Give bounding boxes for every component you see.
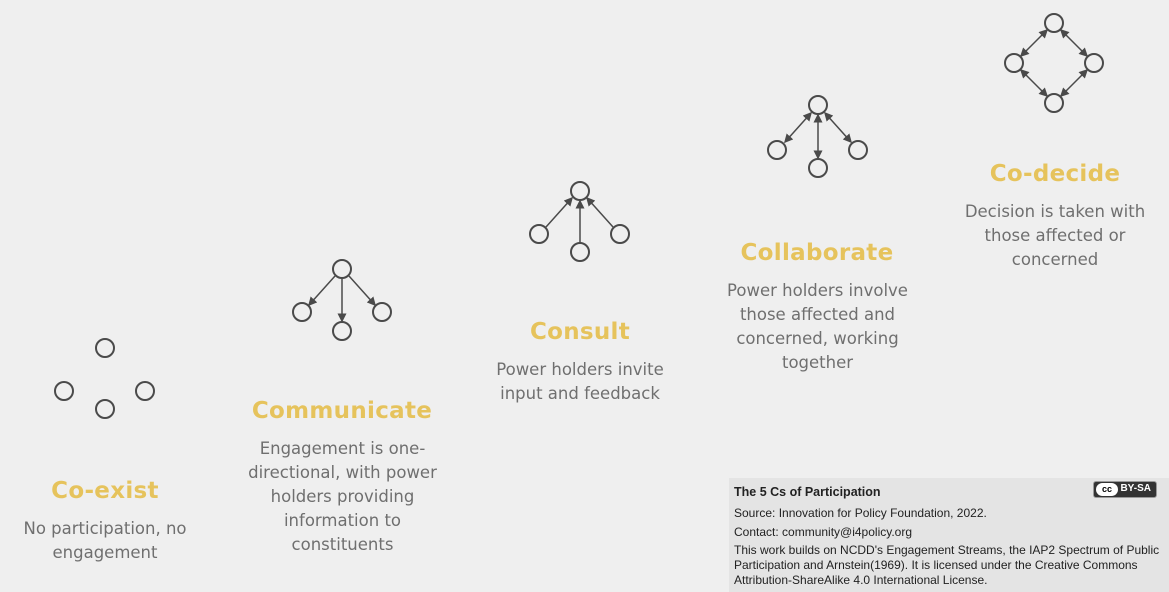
stage-collaborate: Collaborate Power holders involve those … [707,239,927,375]
credit-body: This work builds on NCDD's Engagement St… [734,542,1160,587]
stage-consult: Consult Power holders invite input and f… [470,318,690,406]
cc-icon: cc [1096,483,1118,496]
credit-contact[interactable]: Contact: community@i4policy.org [734,524,913,539]
stage-description: Engagement is one-directional, with powe… [248,439,437,554]
four-unconnected-nodes-icon [54,338,155,419]
stage-title: Co-exist [51,478,159,504]
outward-arrows-tree-icon [292,259,392,341]
stage-description: No participation, no engagement [23,519,187,562]
stage-description: Power holders involve those affected and… [727,281,908,372]
stage-title: Co-decide [989,161,1121,187]
stage-description: Power holders invite input and feedback [496,360,664,403]
inward-arrows-tree-icon [529,181,630,262]
license-label: BY-SA [1120,483,1151,495]
stage-co-decide: Co-decide Decision is taken with those a… [945,160,1165,272]
stage-communicate: Communicate Engagement is one-directiona… [232,397,452,557]
credit-title: The 5 Cs of Participation [734,485,881,499]
credit-source: Source: Innovation for Policy Foundation… [734,505,987,520]
stage-description: Decision is taken with those affected or… [964,202,1146,269]
stage-title: Consult [529,319,631,345]
diamond-network-icon [1004,13,1104,113]
credit-box: cc BY-SA The 5 Cs of Participation Sourc… [729,478,1169,592]
stage-title: Collaborate [740,240,894,266]
two-way-arrows-tree-icon [767,95,868,178]
stage-title: Communicate [251,398,433,424]
cc-license-badge[interactable]: cc BY-SA [1093,481,1157,498]
stage-co-exist: Co-exist No participation, no engagement [0,477,210,565]
